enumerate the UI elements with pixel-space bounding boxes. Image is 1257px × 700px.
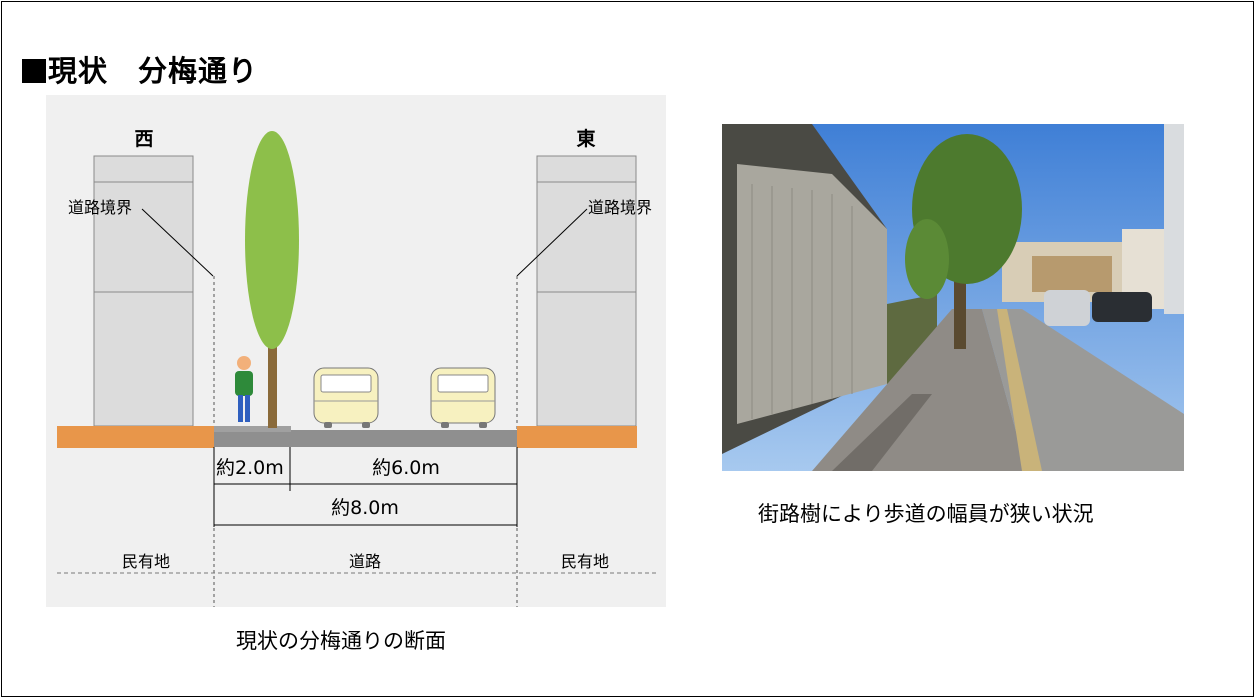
square-bullet-icon <box>22 59 46 83</box>
page-title: 現状 分梅通り <box>22 48 258 90</box>
zone-label-road: 道路 <box>349 552 381 571</box>
private-land-ground-east <box>517 426 637 448</box>
east-label: 東 <box>576 127 595 150</box>
parked-car-dark <box>1092 292 1152 322</box>
tree-crown-small <box>905 219 949 299</box>
boundary-leader-east <box>516 208 588 277</box>
west-building <box>93 155 194 427</box>
dimension-lines <box>213 447 518 527</box>
shutter-lines <box>751 184 853 419</box>
dim-carriageway-label: 約6.0m <box>372 457 440 479</box>
dim-sidewalk-label: 約2.0m <box>216 457 284 479</box>
street-photo <box>722 124 1184 471</box>
shadow <box>832 394 932 471</box>
cross-section-diagram: 西 東 道路境界 道路境界 <box>46 95 666 607</box>
curb-line <box>997 309 1042 471</box>
private-land-ground-west <box>57 426 214 448</box>
sidewalk <box>812 309 1027 471</box>
sidewalk-surface <box>214 426 291 432</box>
page-title-text: 現状 分梅通り <box>48 54 259 88</box>
zone-label-east: 民有地 <box>561 552 609 571</box>
tree-trunk <box>954 274 966 349</box>
west-label: 西 <box>134 128 153 150</box>
dim-total-label: 約8.0m <box>331 497 399 519</box>
street-tree <box>245 131 299 428</box>
car-icon-2 <box>430 367 496 428</box>
pedestrian-icon <box>235 356 253 422</box>
boundary-label-east: 道路境界 <box>588 198 652 217</box>
parked-car-white <box>1044 290 1090 326</box>
boundary-label-west: 道路境界 <box>68 198 132 217</box>
boundary-leader-west <box>141 208 214 277</box>
road-surface <box>214 430 517 447</box>
zone-label-west: 民有地 <box>122 552 170 571</box>
east-building <box>536 155 637 427</box>
car-icon-1 <box>313 367 379 428</box>
photo-caption: 街路樹により歩道の幅員が狭い状況 <box>758 502 1094 526</box>
diagram-caption: 現状の分梅通りの断面 <box>236 629 446 653</box>
